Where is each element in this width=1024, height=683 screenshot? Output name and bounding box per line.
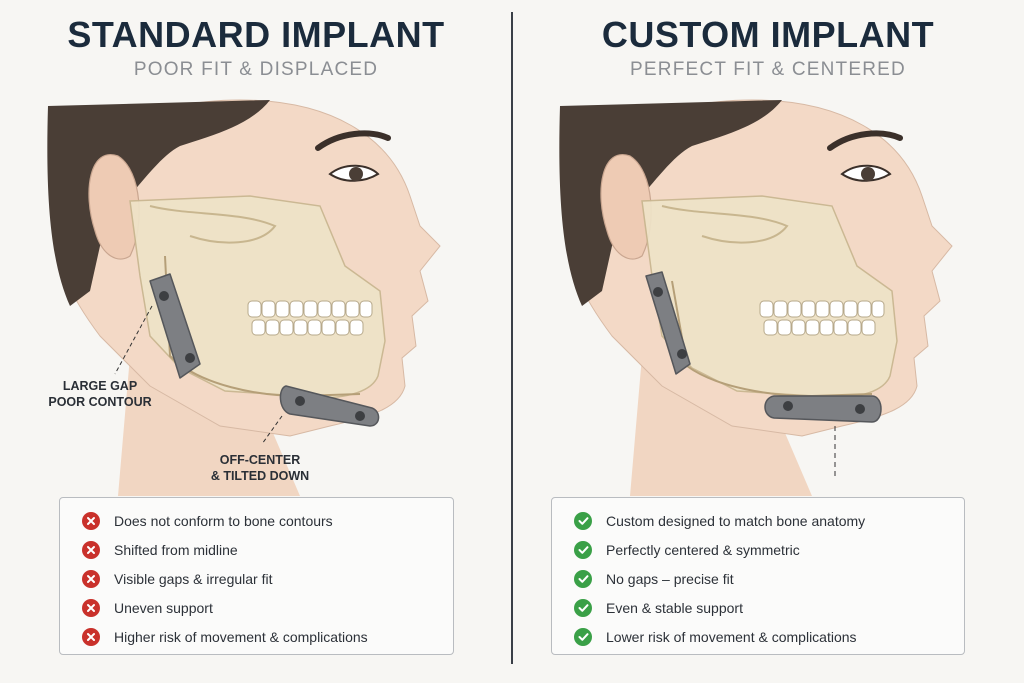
custom-subtitle: PERFECT FIT & CENTERED <box>630 59 906 80</box>
x-circle-icon <box>82 569 100 588</box>
standard-drawbacks-list: Does not conform to bone contours Shifte… <box>59 497 454 655</box>
check-circle-icon <box>574 511 592 530</box>
custom-implant-panel: CUSTOM IMPLANT PERFECT FIT & CENTERED <box>512 0 1024 683</box>
eyebrow <box>827 130 903 151</box>
check-circle-icon <box>574 569 592 588</box>
ear <box>88 153 140 260</box>
custom-title: CUSTOM IMPLANT <box>601 14 935 55</box>
list-item: Even & stable support <box>552 594 964 623</box>
list-item: Lower risk of movement & complications <box>552 623 964 652</box>
ear <box>600 153 652 260</box>
chin-implant-plate <box>279 385 380 427</box>
list-item-text: Perfectly centered & symmetric <box>606 541 800 558</box>
list-item-text: Lower risk of movement & complications <box>606 629 857 646</box>
list-item: Uneven support <box>60 594 453 623</box>
cheekbone <box>149 205 277 244</box>
standard-implant-illustration <box>47 99 441 496</box>
check-circle-icon <box>574 628 592 647</box>
list-item-text: No gaps – precise fit <box>606 570 734 587</box>
offcenter-annotation: OFF-CENTER & TILTED DOWN <box>200 452 320 484</box>
x-circle-icon <box>82 540 100 559</box>
standard-implant-panel: STANDARD IMPLANT POOR FIT & DISPLACED <box>40 14 454 655</box>
list-item-text: Does not conform to bone contours <box>114 512 333 529</box>
offcenter-annotation-line2: & TILTED DOWN <box>210 469 310 483</box>
teeth <box>759 300 885 336</box>
eyebrow <box>315 130 391 151</box>
custom-implant-illustration <box>559 99 953 496</box>
standard-subtitle: POOR FIT & DISPLACED <box>133 59 379 80</box>
list-item: No gaps – precise fit <box>552 564 964 593</box>
list-item: Higher risk of movement & complications <box>60 623 453 652</box>
x-circle-icon <box>82 511 100 530</box>
teeth <box>247 300 373 336</box>
list-item: Custom designed to match bone anatomy <box>552 506 964 535</box>
iris <box>349 167 363 181</box>
cheekbone <box>661 205 789 244</box>
gap-leader-line <box>114 305 153 375</box>
list-item-text: Uneven support <box>114 600 213 617</box>
list-item: Does not conform to bone contours <box>60 506 453 535</box>
chin-implant-plate <box>764 395 882 423</box>
gap-annotation-line1: LARGE GAP <box>62 379 138 393</box>
list-item: Perfectly centered & symmetric <box>552 535 964 564</box>
gap-annotation: LARGE GAP POOR CONTOUR <box>40 378 160 410</box>
list-item-text: Even & stable support <box>606 600 743 617</box>
list-item-text: Visible gaps & irregular fit <box>114 570 273 587</box>
list-item-text: Custom designed to match bone anatomy <box>606 512 866 529</box>
standard-title: STANDARD IMPLANT <box>67 14 445 55</box>
hair <box>47 100 270 306</box>
panel-divider <box>511 12 513 664</box>
offcenter-leader-line <box>261 415 283 445</box>
ramus-implant-plate <box>645 271 691 375</box>
ramus-implant-plate <box>149 273 201 379</box>
check-circle-icon <box>574 540 592 559</box>
check-circle-icon <box>574 599 592 618</box>
list-item-text: Shifted from midline <box>114 541 238 558</box>
offcenter-annotation-line1: OFF-CENTER <box>219 453 301 467</box>
list-item: Visible gaps & irregular fit <box>60 564 453 593</box>
hair <box>559 100 782 306</box>
x-circle-icon <box>82 628 100 647</box>
iris <box>861 167 875 181</box>
custom-benefits-list: Custom designed to match bone anatomy Pe… <box>551 497 965 655</box>
x-circle-icon <box>82 599 100 618</box>
list-item-text: Higher risk of movement & complications <box>114 629 368 646</box>
list-item: Shifted from midline <box>60 535 453 564</box>
gap-annotation-line2: POOR CONTOUR <box>48 395 152 409</box>
